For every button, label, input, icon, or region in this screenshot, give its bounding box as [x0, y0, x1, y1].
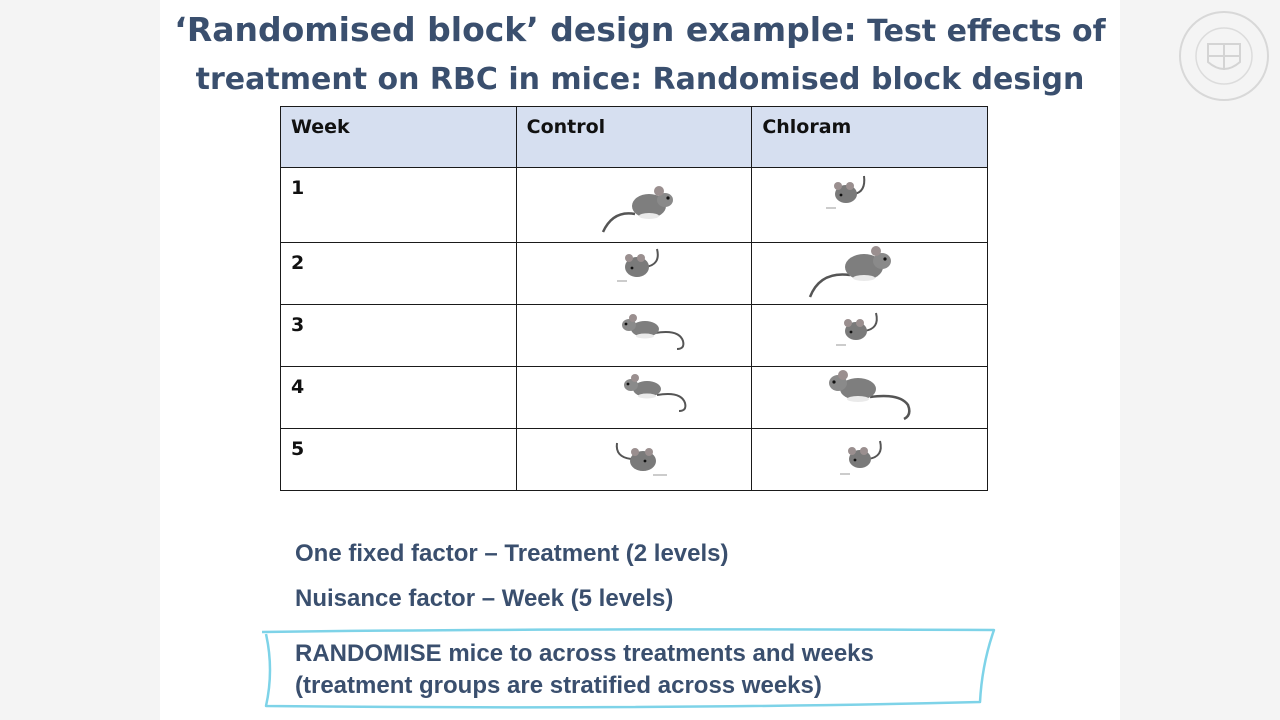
title-rest-part: Test effects of	[867, 14, 1106, 49]
mouse-icon	[829, 370, 911, 421]
header-chloram: Chloram	[751, 106, 988, 168]
week-cell: 5	[280, 428, 517, 491]
table-row: 3	[280, 304, 988, 367]
design-table: Week Control Chloram 1	[280, 106, 988, 491]
title-line-2: treatment on RBC in mice: Randomised blo…	[195, 62, 1085, 97]
week-cell: 3	[280, 304, 517, 367]
table-row: 1	[280, 167, 988, 243]
fixed-factor-text: One fixed factor – Treatment (2 levels)	[295, 540, 729, 567]
right-margin	[1120, 0, 1280, 720]
university-crest-icon	[1179, 11, 1269, 101]
mouse-icon	[621, 314, 685, 350]
chloram-cell	[751, 167, 988, 243]
mouse-icon	[623, 374, 687, 412]
chloram-cell	[751, 304, 988, 367]
mouse-icon	[616, 248, 659, 282]
week-cell: 2	[280, 242, 517, 305]
mouse-icon	[601, 186, 673, 233]
highlight-outline	[261, 628, 996, 709]
control-cell	[515, 304, 753, 367]
table-header-row: Week Control Chloram	[280, 106, 988, 168]
title-quoted-part: ‘Randomised block’ design example:	[174, 10, 857, 49]
header-control: Control	[515, 106, 753, 168]
table-row: 5	[280, 428, 988, 491]
randomise-note-line-1: RANDOMISE mice to across treatments and …	[295, 640, 874, 667]
mouse-icon	[826, 175, 866, 209]
chloram-cell	[751, 366, 988, 429]
control-cell	[515, 242, 753, 305]
nuisance-factor-text: Nuisance factor – Week (5 levels)	[295, 585, 674, 612]
mouse-icon	[840, 440, 883, 475]
chloram-cell	[751, 428, 988, 491]
control-cell	[515, 366, 753, 429]
table-row: 4	[280, 366, 988, 429]
week-cell: 4	[280, 366, 517, 429]
mouse-icon	[809, 246, 892, 298]
mouse-icon	[836, 312, 879, 346]
control-cell	[515, 167, 753, 243]
table-row: 2	[280, 242, 988, 305]
week-cell: 1	[280, 167, 517, 243]
randomise-note-line-2: (treatment groups are stratified across …	[295, 672, 822, 699]
control-cell	[515, 428, 753, 491]
slide-title: ‘Randomised block’ design example: Test …	[0, 6, 1280, 104]
header-week: Week	[280, 106, 517, 168]
mouse-icon	[615, 442, 667, 476]
chloram-cell	[751, 242, 988, 305]
randomise-note: RANDOMISE mice to across treatments and …	[295, 638, 874, 702]
left-margin	[0, 0, 160, 720]
